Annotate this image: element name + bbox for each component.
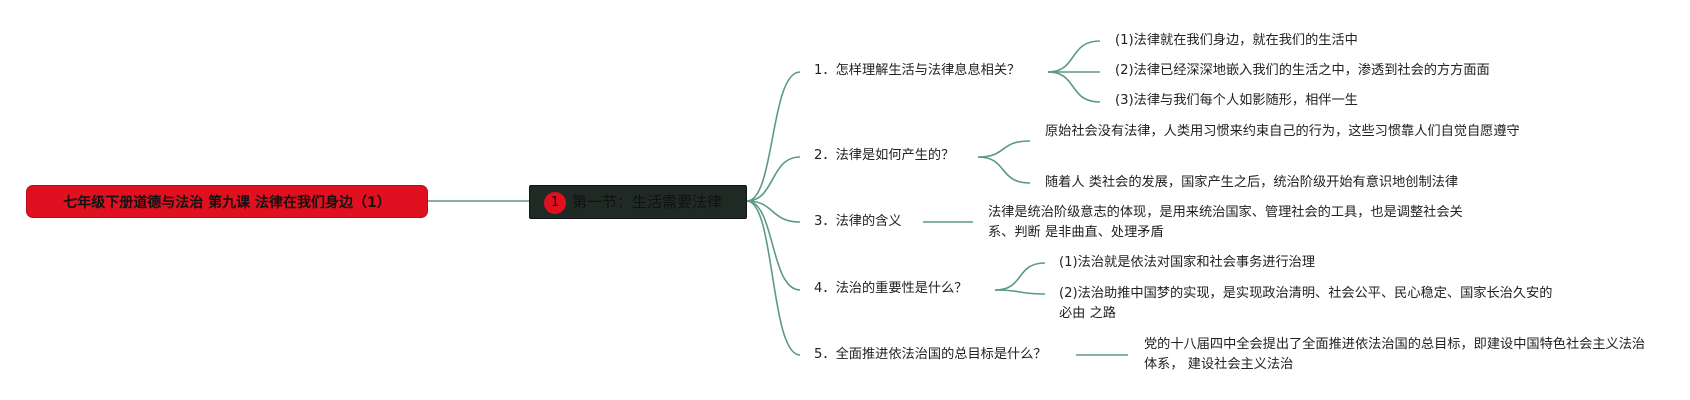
detail-text: (1)法治就是依法对国家和社会事务进行治理: [1059, 255, 1316, 270]
detail-text: 原始社会没有法律，人类用习惯来约束自己的行为，这些习惯靠人们自觉自愿遵守: [1045, 124, 1520, 139]
connector-topic-4-detail-2: [994, 289, 1046, 295]
connector-topic-2-detail-1: [977, 140, 1031, 158]
detail-text: (1)法律就在我们身边，就在我们的生活中: [1115, 33, 1358, 48]
section-topic[interactable]: 1 第一节：生活需要法律: [529, 185, 747, 219]
topic-3-detail-1[interactable]: 法律是统治阶级意志的体现，是用来统治国家、管理社会的工具，也是调整社会关系、判断…: [988, 203, 1488, 243]
topic-5[interactable]: 5．全面推进依法治国的总目标是什么？: [814, 345, 1047, 365]
connector-topic-2-detail-2: [977, 156, 1031, 184]
topic-5-detail-1[interactable]: 党的十八届四中全会提出了全面推进依法治国的总目标，即建设中国特色社会主义法治体系…: [1144, 335, 1646, 375]
connector-section-topic-2: [746, 156, 801, 202]
connector-section-topic-1: [746, 71, 801, 202]
connector-section-topic-5: [746, 200, 801, 356]
detail-text: (3)法律与我们每个人如影随形，相伴一生: [1115, 93, 1358, 108]
topic-2[interactable]: 2．法律是如何产生的？: [814, 146, 954, 166]
topic-label: 1．怎样理解生活与法律息息相关？: [814, 63, 1021, 78]
topic-4-detail-2[interactable]: (2)法治助推中国梦的实现，是实现政治清明、社会公平、民心稳定、国家长治久安的必…: [1059, 284, 1561, 324]
detail-text: (2)法治助推中国梦的实现，是实现政治清明、社会公平、民心稳定、国家长治久安的必…: [1059, 286, 1553, 321]
priority-marker-icon: 1: [544, 192, 566, 214]
topic-1[interactable]: 1．怎样理解生活与法律息息相关？: [814, 61, 1020, 81]
topic-2-detail-2[interactable]: 随着人 类社会的发展，国家产生之后，统治阶级开始有意识地创制法律: [1045, 173, 1605, 193]
connector-topic-4-detail-1: [994, 262, 1046, 291]
topic-label: 2．法律是如何产生的？: [814, 148, 955, 163]
topic-3[interactable]: 3．法律的含义: [814, 212, 902, 232]
topic-1-detail-1[interactable]: (1)法律就在我们身边，就在我们的生活中: [1115, 31, 1655, 51]
detail-text: 党的十八届四中全会提出了全面推进依法治国的总目标，即建设中国特色社会主义法治体系…: [1144, 337, 1646, 372]
connector-topic-1-detail-1: [1047, 40, 1101, 73]
connector-section-topic-3: [746, 200, 801, 223]
topic-4[interactable]: 4．法治的重要性是什么？: [814, 279, 967, 299]
connector-section-topic-4: [746, 200, 801, 291]
topic-label: 5．全面推进依法治国的总目标是什么？: [814, 347, 1047, 362]
topic-1-detail-3[interactable]: (3)法律与我们每个人如影随形，相伴一生: [1115, 91, 1655, 111]
topic-label: 4．法治的重要性是什么？: [814, 281, 968, 296]
topic-2-detail-1[interactable]: 原始社会没有法律，人类用习惯来约束自己的行为，这些习惯靠人们自觉自愿遵守: [1045, 122, 1543, 142]
topic-label: 3．法律的含义: [814, 214, 902, 229]
root-topic[interactable]: 七年级下册道德与法治 第九课 法律在我们身边（1）: [26, 185, 428, 218]
detail-text: 法律是统治阶级意志的体现，是用来统治国家、管理社会的工具，也是调整社会关系、判断…: [988, 205, 1463, 240]
topic-4-detail-1[interactable]: (1)法治就是依法对国家和社会事务进行治理: [1059, 253, 1619, 273]
detail-text: 随着人 类社会的发展，国家产生之后，统治阶级开始有意识地创制法律: [1045, 175, 1459, 190]
root-topic-label: 七年级下册道德与法治 第九课 法律在我们身边（1）: [63, 194, 391, 211]
section-topic-label: 第一节：生活需要法律: [572, 193, 723, 211]
connector-topic-1-detail-3: [1047, 71, 1101, 103]
detail-text: (2)法律已经深深地嵌入我们的生活之中，渗透到社会的方方面面: [1115, 63, 1490, 78]
topic-1-detail-2[interactable]: (2)法律已经深深地嵌入我们的生活之中，渗透到社会的方方面面: [1115, 61, 1655, 81]
